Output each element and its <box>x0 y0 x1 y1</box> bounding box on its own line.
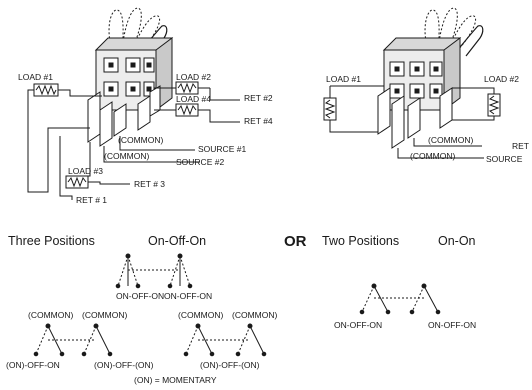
left-common2-label: (COMMON) <box>104 151 149 161</box>
right-source-label: SOURCE <box>486 154 523 164</box>
bottom-right-caption: (ON)-OFF-(ON) <box>200 360 260 370</box>
three-position-schematic-bottom <box>33 323 267 357</box>
left-lever-positions <box>108 7 160 53</box>
left-switch-labels: LOAD #1 LOAD #2 RET #2 LOAD #4 RET #4 (C… <box>18 72 273 205</box>
left-load3-label: LOAD #3 <box>68 166 103 176</box>
common-right-a: (COMMON) <box>178 310 223 320</box>
or-label: OR <box>284 233 307 250</box>
left-terminals <box>103 57 155 97</box>
left-common1-label: (COMMON) <box>118 135 163 145</box>
momentary-footnote: (ON) = MOMENTARY <box>134 375 217 385</box>
left-load1-label: LOAD #1 <box>18 72 53 82</box>
bottom-left-caption: (ON)-OFF-ON <box>6 360 60 370</box>
three-positions-heading: Three Positions <box>8 234 95 248</box>
right-switch-labels: LOAD #1 LOAD #2 (COMMON) RET (COMMON) SO… <box>326 74 529 164</box>
on-on-heading: On-On <box>438 234 476 248</box>
left-switch-illustration <box>27 7 240 200</box>
left-source2-label: SOURCE #2 <box>176 157 224 167</box>
left-wiring <box>27 87 240 200</box>
two-position-caption-left: ON-OFF-ON <box>334 320 382 330</box>
right-lever-positions <box>424 7 476 53</box>
common-right-b: (COMMON) <box>232 310 277 320</box>
three-position-schematic-top <box>115 253 193 289</box>
bottom-mid-caption: (ON)-OFF-(ON) <box>94 360 154 370</box>
top-right-caption: ON-OFF-ON <box>164 291 212 301</box>
right-switch-illustration <box>323 7 501 159</box>
right-load1-label: LOAD #1 <box>326 74 361 84</box>
on-off-on-heading: On-Off-On <box>148 234 206 248</box>
right-ret-label: RET <box>512 141 529 151</box>
left-ret4-label: RET #4 <box>244 116 273 126</box>
left-ret1-label: RET # 1 <box>76 195 107 205</box>
common-left-b: (COMMON) <box>82 310 127 320</box>
two-positions-heading: Two Positions <box>322 234 399 248</box>
left-ret3-label: RET # 3 <box>134 179 165 189</box>
right-lever <box>455 25 484 57</box>
right-common1-label: (COMMON) <box>428 135 473 145</box>
left-resistors <box>33 81 199 189</box>
left-load2-label: LOAD #2 <box>176 72 211 82</box>
right-load2-label: LOAD #2 <box>484 74 519 84</box>
right-solder-tabs <box>377 87 453 149</box>
left-source1-label: SOURCE #1 <box>198 144 246 154</box>
two-position-schematic <box>359 283 441 315</box>
common-left-a: (COMMON) <box>28 310 73 320</box>
right-common2-label: (COMMON) <box>410 151 455 161</box>
right-resistors <box>323 93 501 121</box>
right-terminals <box>389 61 443 99</box>
left-ret2-label: RET #2 <box>244 93 273 103</box>
left-load4-label: LOAD #4 <box>176 94 211 104</box>
two-position-caption-right: ON-OFF-ON <box>428 320 476 330</box>
top-left-caption: ON-OFF-ON <box>116 291 164 301</box>
